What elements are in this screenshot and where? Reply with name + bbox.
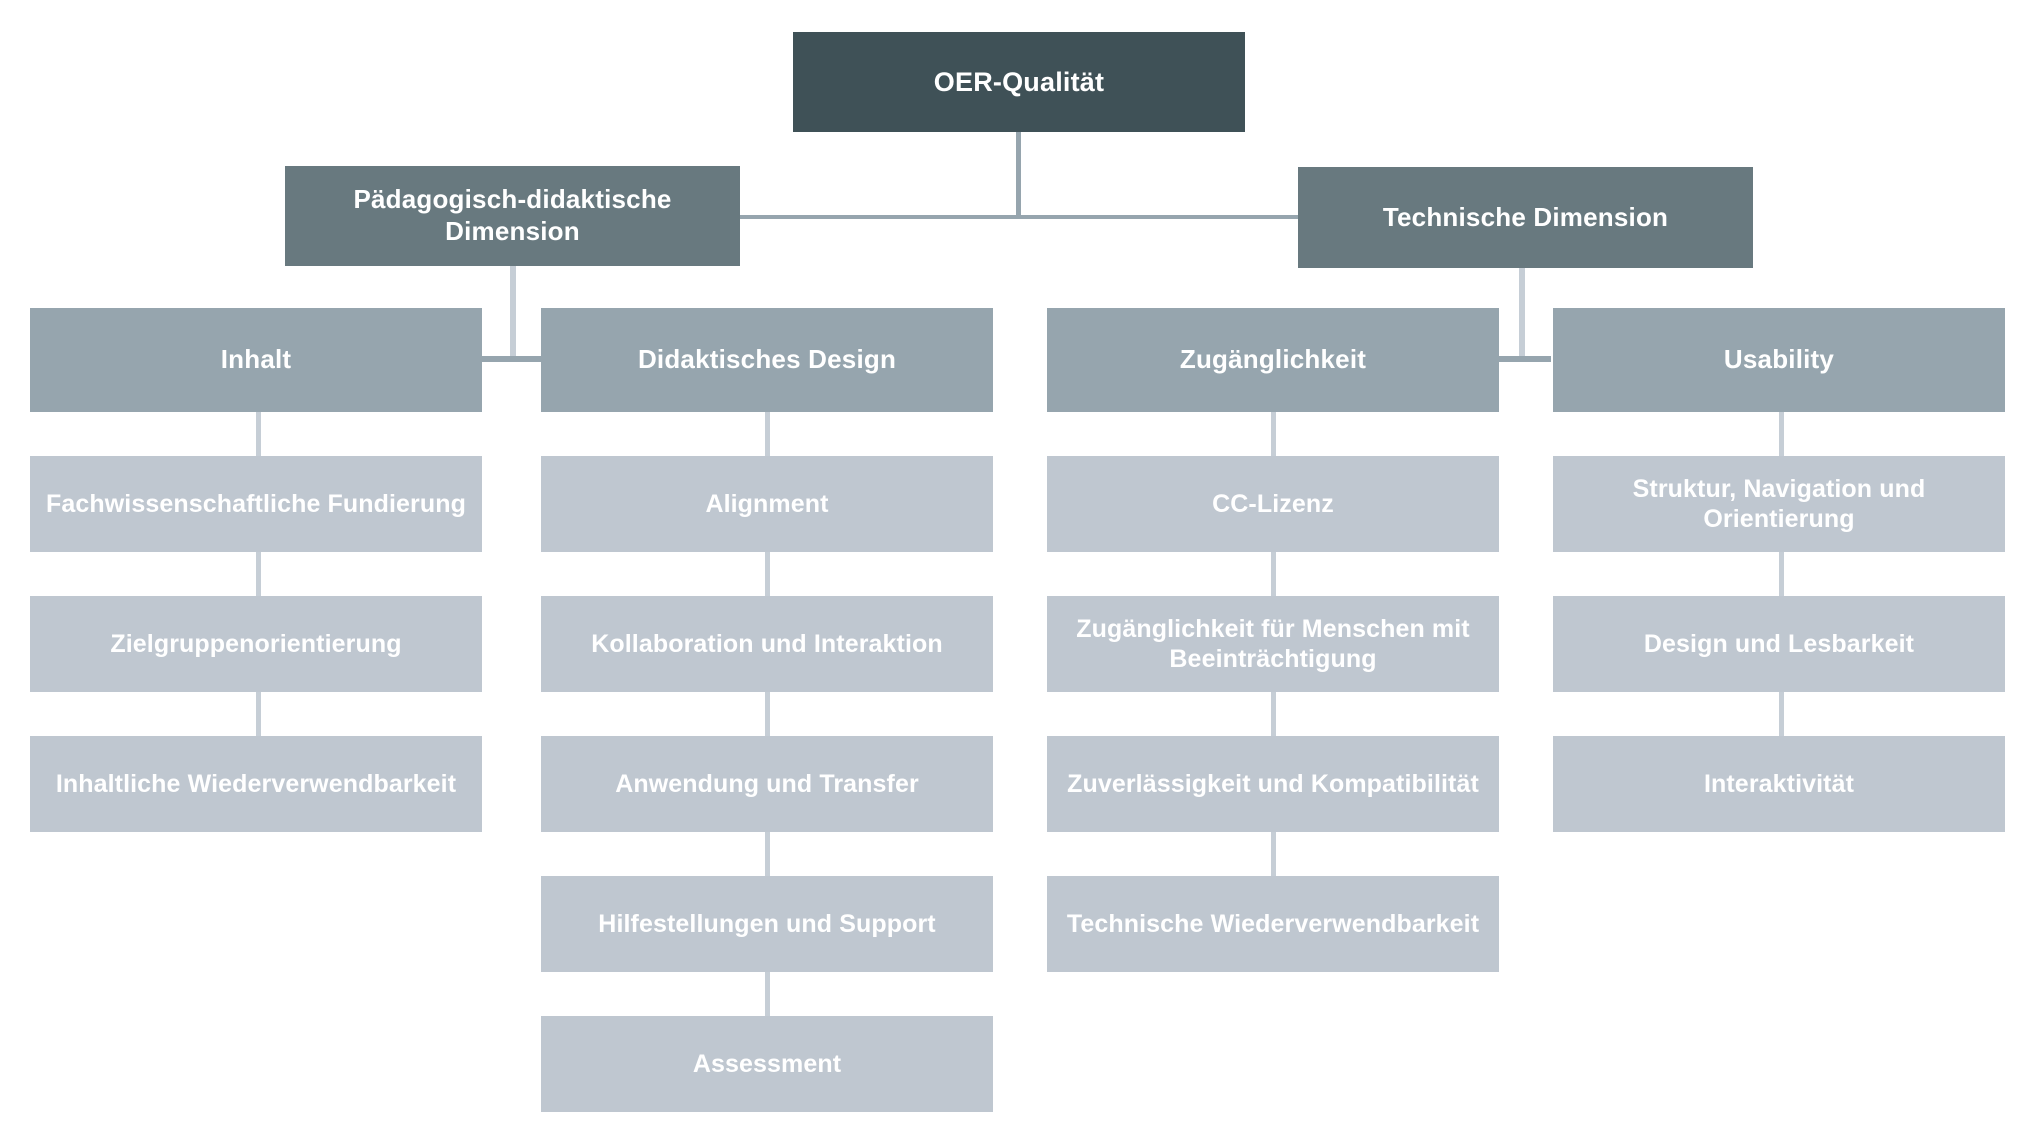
node-criterion-struktur-navigation-und-orientierung[interactable]: Struktur, Navigation und Orientierung xyxy=(1553,456,2005,552)
node-label: Technische Dimension xyxy=(1382,201,1669,232)
node-criterion-technische-wiederverwendbarkeit[interactable]: Technische Wiederverwendbarkeit xyxy=(1047,876,1499,972)
node-label: Technische Wiederverwendbarkeit xyxy=(1066,909,1480,938)
node-category-usability[interactable]: Usability xyxy=(1553,308,2005,412)
node-label: Inhaltliche Wiederverwendbarkeit xyxy=(55,769,457,798)
node-criterion-assessment[interactable]: Assessment xyxy=(541,1016,993,1112)
connector-dimension-left-stub xyxy=(735,215,745,219)
node-label: Zuverlässigkeit und Kompatibilität xyxy=(1067,769,1479,798)
connector-inhalt-v3 xyxy=(256,692,261,736)
node-label: Didaktisches Design xyxy=(637,344,897,375)
connector-pedagogy-vertical xyxy=(510,266,516,360)
node-criterion-zugaenglichkeit-fuer-menschen-mit-beeintraechtigung[interactable]: Zugänglichkeit für Menschen mit Beeinträ… xyxy=(1047,596,1499,692)
node-criterion-anwendung-und-transfer[interactable]: Anwendung und Transfer xyxy=(541,736,993,832)
node-label: Inhalt xyxy=(220,344,292,375)
node-label: Alignment xyxy=(705,489,829,518)
node-label: Hilfestellungen und Support xyxy=(598,909,936,938)
connector-didaktik-v5 xyxy=(765,972,770,1016)
node-category-inhalt[interactable]: Inhalt xyxy=(30,308,482,412)
connector-didaktik-v1 xyxy=(765,412,770,456)
node-criterion-design-und-lesbarkeit[interactable]: Design und Lesbarkeit xyxy=(1553,596,2005,692)
connector-usability-v3 xyxy=(1779,692,1784,736)
node-criterion-zuverlaessigkeit-und-kompatibilitaet[interactable]: Zuverlässigkeit und Kompatibilität xyxy=(1047,736,1499,832)
node-label: Usability xyxy=(1723,344,1835,375)
connector-root-vertical xyxy=(1016,132,1021,218)
connector-usability-v2 xyxy=(1779,552,1784,596)
node-label: Anwendung und Transfer xyxy=(615,769,919,798)
node-criterion-hilfestellungen-und-support[interactable]: Hilfestellungen und Support xyxy=(541,876,993,972)
connector-dimension-bus xyxy=(513,215,1525,219)
connector-inhalt-v1 xyxy=(256,412,261,456)
node-paedagogisch-didaktische-dimension[interactable]: Pädagogisch-didaktische Dimension xyxy=(285,166,740,266)
connector-technical-vertical xyxy=(1519,268,1525,360)
connector-pedagogy-category-bus xyxy=(482,356,542,362)
connector-didaktik-v3 xyxy=(765,692,770,736)
node-criterion-cc-lizenz[interactable]: CC-Lizenz xyxy=(1047,456,1499,552)
node-criterion-kollaboration-und-interaktion[interactable]: Kollaboration und Interaktion xyxy=(541,596,993,692)
connector-inhalt-v2 xyxy=(256,552,261,596)
node-label: Zugänglichkeit xyxy=(1179,344,1367,375)
node-label: Zielgruppenorientierung xyxy=(110,629,402,658)
node-label: OER-Qualität xyxy=(933,66,1105,97)
node-label: Kollaboration und Interaktion xyxy=(591,629,943,658)
node-criterion-interaktivitaet[interactable]: Interaktivität xyxy=(1553,736,2005,832)
node-label: CC-Lizenz xyxy=(1212,489,1334,518)
node-label: Pädagogisch-didaktische Dimension xyxy=(353,184,672,246)
node-category-zugaenglichkeit[interactable]: Zugänglichkeit xyxy=(1047,308,1499,412)
node-oer-qualitaet[interactable]: OER-Qualität xyxy=(793,32,1245,132)
node-label: Struktur, Navigation und Orientierung xyxy=(1632,474,1926,534)
node-criterion-zielgruppenorientierung[interactable]: Zielgruppenorientierung xyxy=(30,596,482,692)
connector-zugaenglichkeit-v3 xyxy=(1271,692,1276,736)
connector-technical-category-bus xyxy=(1491,356,1551,362)
connector-didaktik-v4 xyxy=(765,832,770,876)
connector-zugaenglichkeit-v4 xyxy=(1271,832,1276,876)
node-technische-dimension[interactable]: Technische Dimension xyxy=(1298,167,1753,268)
node-label: Zugänglichkeit für Menschen mit Beeinträ… xyxy=(1076,614,1470,674)
node-label: Interaktivität xyxy=(1703,769,1855,798)
connector-zugaenglichkeit-v2 xyxy=(1271,552,1276,596)
node-label: Design und Lesbarkeit xyxy=(1643,629,1915,658)
connector-usability-v1 xyxy=(1779,412,1784,456)
node-category-didaktisches-design[interactable]: Didaktisches Design xyxy=(541,308,993,412)
connector-didaktik-v2 xyxy=(765,552,770,596)
node-criterion-fachwissenschaftliche-fundierung[interactable]: Fachwissenschaftliche Fundierung xyxy=(30,456,482,552)
node-label: Assessment xyxy=(692,1049,842,1078)
node-label: Fachwissenschaftliche Fundierung xyxy=(46,489,466,518)
node-criterion-inhaltliche-wiederverwendbarkeit[interactable]: Inhaltliche Wiederverwendbarkeit xyxy=(30,736,482,832)
node-criterion-alignment[interactable]: Alignment xyxy=(541,456,993,552)
connector-zugaenglichkeit-v1 xyxy=(1271,412,1276,456)
